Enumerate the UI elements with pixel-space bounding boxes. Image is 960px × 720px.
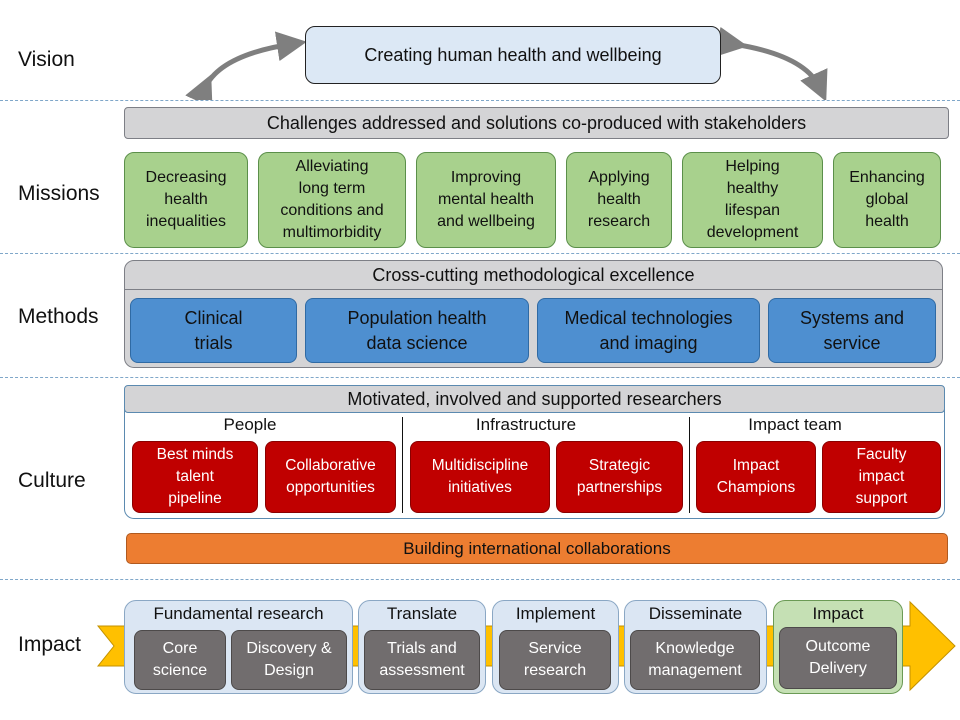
impact-box: Core science xyxy=(134,630,226,690)
culture-box: Impact Champions xyxy=(696,441,816,513)
mission-box: Helping healthy lifespan development xyxy=(682,152,823,248)
impact-box: Service research xyxy=(499,630,611,690)
row-divider xyxy=(0,253,960,254)
impact-group-title: Implement xyxy=(515,604,596,623)
row-divider xyxy=(0,377,960,378)
column-separator xyxy=(689,417,690,513)
row-label-culture: Culture xyxy=(18,469,86,492)
method-box: Systems and service xyxy=(768,298,936,363)
method-box: Population health data science xyxy=(305,298,529,363)
row-label-methods: Methods xyxy=(18,305,99,328)
row-divider xyxy=(0,100,960,101)
culture-column-infrastructure: Infrastructure xyxy=(475,415,577,434)
impact-box: Discovery & Design xyxy=(231,630,347,690)
vision-arrows xyxy=(185,26,828,100)
impact-box: Trials and assessment xyxy=(364,630,480,690)
culture-column-people: People xyxy=(223,415,277,434)
international-collaborations-bar: Building international collaborations xyxy=(126,533,948,564)
impact-group-title: Disseminate xyxy=(648,604,743,623)
mission-box: Applying health research xyxy=(566,152,672,248)
row-label-impact: Impact xyxy=(18,633,82,656)
methods-banner: Cross-cutting methodological excellence xyxy=(124,261,943,290)
method-box: Clinical trials xyxy=(130,298,297,363)
vision-box: Creating human health and wellbeing xyxy=(305,26,721,84)
row-divider xyxy=(0,579,960,580)
culture-box: Best minds talent pipeline xyxy=(132,441,258,513)
right-double-arrow xyxy=(715,26,828,100)
row-label-vision: Vision xyxy=(18,48,75,71)
mission-box: Enhancing global health xyxy=(833,152,941,248)
culture-box: Multidiscipline initiatives xyxy=(410,441,550,513)
culture-box: Faculty impact support xyxy=(822,441,941,513)
impact-box: Knowledge management xyxy=(630,630,760,690)
mission-box: Improving mental health and wellbeing xyxy=(416,152,556,248)
left-double-arrow xyxy=(185,31,307,100)
impact-group-title: Impact xyxy=(812,604,864,623)
culture-banner: Motivated, involved and supported resear… xyxy=(124,385,945,413)
method-box: Medical technologies and imaging xyxy=(537,298,760,363)
impact-box: Outcome Delivery xyxy=(779,627,897,689)
culture-column-impact-team: Impact team xyxy=(748,415,842,434)
missions-banner: Challenges addressed and solutions co-pr… xyxy=(124,107,949,139)
culture-box: Collaborative opportunities xyxy=(265,441,396,513)
mission-box: Alleviating long term conditions and mul… xyxy=(258,152,406,248)
impact-group-title: Fundamental research xyxy=(153,604,324,623)
mission-box: Decreasing health inequalities xyxy=(124,152,248,248)
culture-box: Strategic partnerships xyxy=(556,441,683,513)
column-separator xyxy=(402,417,403,513)
row-label-missions: Missions xyxy=(18,182,100,205)
impact-group-title: Translate xyxy=(386,604,458,623)
